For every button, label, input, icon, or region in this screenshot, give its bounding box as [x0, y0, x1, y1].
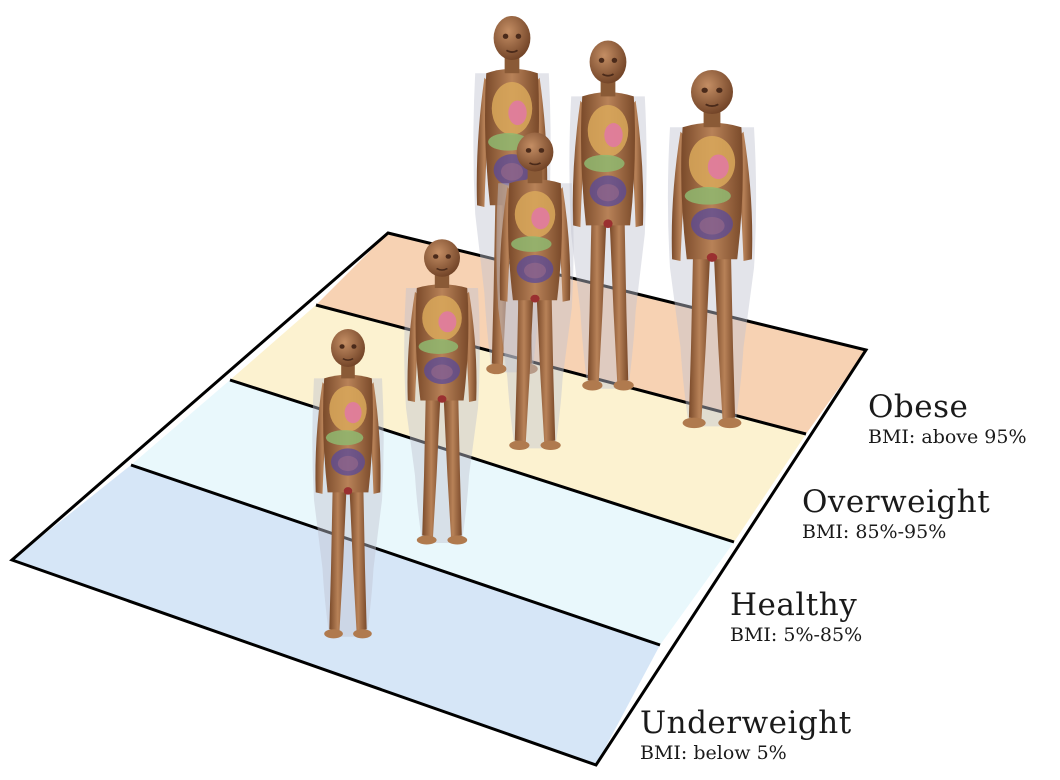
label-overweight: Overweight BMI: 85%-95%: [802, 485, 990, 543]
healthy-range: BMI: 5%-85%: [730, 624, 862, 646]
obese-title: Obese: [868, 390, 1027, 424]
label-obese: Obese BMI: above 95%: [868, 390, 1027, 448]
underweight-range: BMI: below 5%: [640, 742, 852, 764]
label-underweight: Underweight BMI: below 5%: [640, 706, 852, 764]
label-healthy: Healthy BMI: 5%-85%: [730, 588, 862, 646]
healthy-title: Healthy: [730, 588, 862, 622]
overweight-title: Overweight: [802, 485, 990, 519]
underweight-title: Underweight: [640, 706, 852, 740]
obese-range: BMI: above 95%: [868, 426, 1027, 448]
overweight-range: BMI: 85%-95%: [802, 521, 990, 543]
